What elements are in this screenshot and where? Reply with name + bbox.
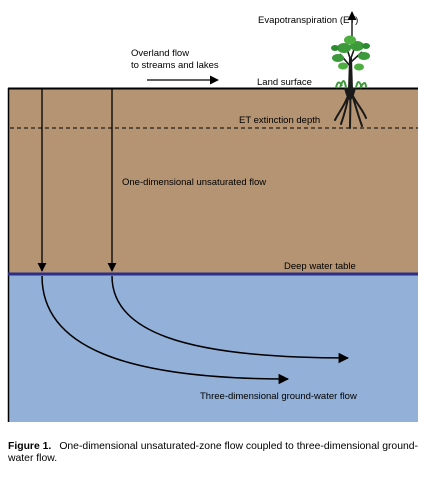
saturated-zone [8,274,418,422]
flow-diagram: Evapotranspiration (ET) Overland flow to… [7,11,418,422]
et-extinction-label: ET extinction depth [239,115,320,126]
groundwater-flow-curve-1 [41,275,290,385]
caption-text: One-dimensional unsaturated-zone flow co… [8,441,419,464]
groundwater-flow-label: Three-dimensional ground-water flow [200,391,357,402]
groundwater-flow-curve-2 [111,275,350,364]
unsaturated-flow-label: One-dimensional unsaturated flow [122,177,266,188]
et-label: Evapotranspiration (ET) [258,15,358,26]
overland-flow-label-2: to streams and lakes [131,60,219,71]
land-surface-label: Land surface [257,77,312,88]
figure-label: Figure 1. [8,441,52,452]
figure-caption: Figure 1.One-dimensional unsaturated-zon… [8,441,418,465]
overland-flow-label-1: Overland flow [131,48,189,59]
tree-icon [331,35,370,129]
water-table-label: Deep water table [284,261,356,272]
